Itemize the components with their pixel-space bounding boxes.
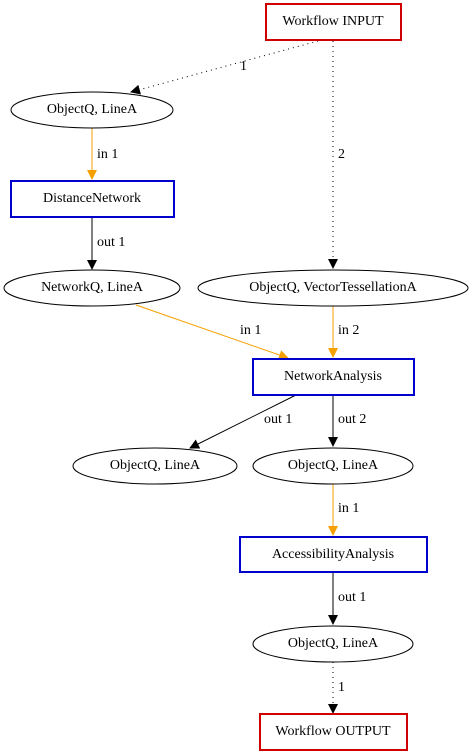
- data-node-objectq-final[interactable]: ObjectQ, LineA: [252, 625, 414, 663]
- data-node-objectq-top[interactable]: ObjectQ, LineA: [10, 91, 174, 129]
- edge-label-in1-analysis: in 1: [240, 323, 261, 338]
- edge-label-input-2: 2: [338, 147, 345, 162]
- edge-analysis-out1: [189, 394, 297, 449]
- edge-label-in1-distance: in 1: [97, 147, 118, 162]
- tool-node-label: DistanceNetwork: [43, 191, 141, 206]
- edge-label-out2-analysis: out 2: [338, 412, 366, 427]
- tool-node-accessibility-analysis[interactable]: AccessibilityAnalysis: [239, 536, 428, 573]
- workflow-output-node[interactable]: Workflow OUTPUT: [259, 713, 408, 751]
- edge-label-out1-distance: out 1: [97, 235, 125, 250]
- data-node-vector-tessellation[interactable]: ObjectQ, VectorTessellationA: [197, 269, 469, 307]
- tool-node-label: AccessibilityAnalysis: [272, 547, 394, 562]
- edge-label-input-1: 1: [240, 59, 247, 74]
- edge-label-out1-analysis: out 1: [264, 412, 292, 427]
- edge-label-in1-accessibility: in 1: [338, 501, 359, 516]
- data-node-objectq-out2[interactable]: ObjectQ, LineA: [252, 447, 414, 485]
- edge-network-to-analysis: [135, 304, 289, 360]
- data-node-label: ObjectQ, LineA: [288, 458, 379, 473]
- data-node-label: ObjectQ, VectorTessellationA: [249, 280, 417, 295]
- edge-label-output-1: 1: [338, 680, 345, 695]
- data-node-label: ObjectQ, LineA: [47, 102, 138, 117]
- tool-node-label: NetworkAnalysis: [284, 369, 382, 384]
- data-node-label: ObjectQ, LineA: [110, 458, 201, 473]
- edge-label-in2-analysis: in 2: [338, 323, 359, 338]
- edge-label-out1-accessibility: out 1: [338, 590, 366, 605]
- data-node-objectq-out1[interactable]: ObjectQ, LineA: [72, 447, 238, 485]
- data-node-label: NetworkQ, LineA: [41, 280, 144, 295]
- workflow-input-node[interactable]: Workflow INPUT: [265, 3, 402, 41]
- tool-node-network-analysis[interactable]: NetworkAnalysis: [252, 358, 415, 396]
- tool-node-distance-network[interactable]: DistanceNetwork: [10, 180, 175, 218]
- workflow-output-label: Workflow OUTPUT: [275, 724, 391, 739]
- edge-input-to-objectq: [130, 40, 319, 95]
- workflow-input-label: Workflow INPUT: [282, 14, 384, 29]
- data-node-networkq[interactable]: NetworkQ, LineA: [3, 269, 181, 307]
- data-node-label: ObjectQ, LineA: [288, 636, 379, 651]
